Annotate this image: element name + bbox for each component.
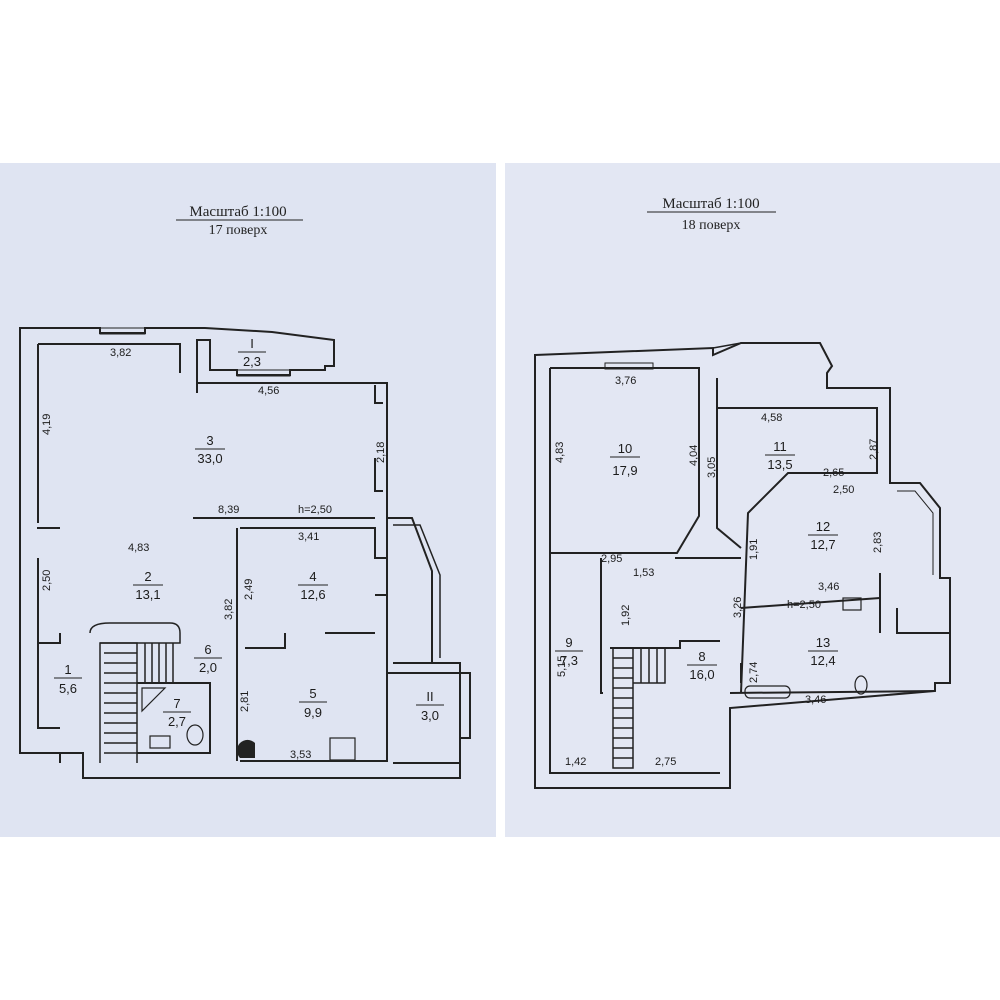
room-num: 13: [816, 635, 830, 650]
room-area: 33,0: [197, 451, 222, 466]
room-area: 9,9: [304, 705, 322, 720]
dimension-label: h=2,50: [787, 599, 821, 611]
washbasin-icon: [842, 597, 862, 611]
dimension-label: 2,95: [601, 553, 622, 565]
room-area: 13,5: [767, 457, 792, 472]
room-num: 2: [144, 569, 151, 584]
dimension-label: 2,18: [375, 442, 387, 463]
room-num: 5: [309, 686, 316, 701]
room-area: 2,0: [199, 660, 217, 675]
room-num: 7: [173, 696, 180, 711]
dimension-label: 4,58: [761, 412, 782, 424]
room-num: I: [250, 336, 254, 351]
room-area: 2,3: [243, 354, 261, 369]
floor-label: 17 поверх: [209, 223, 268, 238]
floor-plan-18-drawing: Масштаб 1:100 18 поверх: [534, 196, 951, 789]
sink-icon: [236, 739, 255, 758]
scale-label: Масштаб 1:100: [189, 204, 286, 220]
dimension-label: h=2,50: [298, 504, 332, 516]
dimension-label: 2,50: [833, 484, 854, 496]
dimension-label: 2,87: [868, 439, 880, 460]
scale-label: Масштаб 1:100: [662, 196, 759, 212]
shower-icon: [141, 687, 167, 713]
room-area: 2,7: [168, 714, 186, 729]
dimension-label: 3,05: [706, 457, 718, 478]
dimension-label: 5,15: [556, 656, 568, 677]
room-area: 12,4: [810, 653, 835, 668]
room-area: 17,9: [612, 463, 637, 478]
dimension-label: 4,83: [554, 442, 566, 463]
dimension-label: 2,81: [239, 691, 251, 712]
room-num: 11: [773, 439, 787, 454]
dimension-label: 3,82: [223, 599, 235, 620]
room-num: 9: [565, 635, 572, 650]
dimension-label: 2,49: [243, 579, 255, 600]
dimension-label: 3,46: [818, 581, 839, 593]
room-num: 4: [309, 569, 316, 584]
room-num: 10: [618, 441, 632, 456]
bathtub-icon: [744, 685, 791, 699]
walls: [19, 327, 471, 779]
floor-plan-17: Масштаб 1:100 17 поверх: [0, 163, 496, 837]
dimension-label: 8,39: [218, 504, 239, 516]
room-num: II: [426, 689, 433, 704]
room-num: 8: [698, 649, 705, 664]
room-area: 5,6: [59, 681, 77, 696]
dimension-label: 3,26: [732, 597, 744, 618]
dimension-label: 2,74: [748, 662, 760, 683]
room-area: 13,1: [135, 587, 160, 602]
dimension-label: 3,41: [298, 531, 319, 543]
dimension-label: 1,42: [565, 756, 586, 768]
stove-icon: [329, 737, 356, 761]
room-num: 12: [816, 519, 830, 534]
walls: [534, 342, 951, 789]
floor-plan-18: Масштаб 1:100 18 поверх: [505, 163, 1000, 837]
dimension-label: 3,82: [110, 347, 131, 359]
toilet-icon: [186, 724, 204, 746]
dimension-label: 1,53: [633, 567, 654, 579]
room-area: 12,6: [300, 587, 325, 602]
washbasin-icon: [149, 735, 171, 749]
dimension-label: 1,92: [620, 605, 632, 626]
dimension-label: 2,75: [655, 756, 676, 768]
stairs: [89, 622, 181, 763]
dimension-label: 4,83: [128, 542, 149, 554]
stairs: [612, 647, 666, 769]
room-num: 1: [64, 662, 71, 677]
dimension-label: 3,76: [615, 375, 636, 387]
room-num: 3: [206, 433, 213, 448]
room-num: 6: [204, 642, 211, 657]
dimension-label: 2,65: [823, 467, 844, 479]
dimension-label: 4,56: [258, 385, 279, 397]
dimension-label: 3,53: [290, 749, 311, 761]
dimension-label: 4,04: [688, 445, 700, 466]
dimension-label: 4,19: [41, 414, 53, 435]
toilet-icon: [854, 675, 868, 695]
floor-plan-17-drawing: Масштаб 1:100 17 поверх: [19, 204, 471, 779]
dimension-label: 2,83: [872, 532, 884, 553]
dimension-label: 1,91: [748, 539, 760, 560]
room-area: 16,0: [689, 667, 714, 682]
room-area: 3,0: [421, 708, 439, 723]
room-area: 7,3: [560, 653, 578, 668]
floor-label: 18 поверх: [682, 218, 741, 233]
room-area: 12,7: [810, 537, 835, 552]
dimension-label: 3,46: [805, 694, 826, 706]
dimension-label: 2,50: [41, 570, 53, 591]
